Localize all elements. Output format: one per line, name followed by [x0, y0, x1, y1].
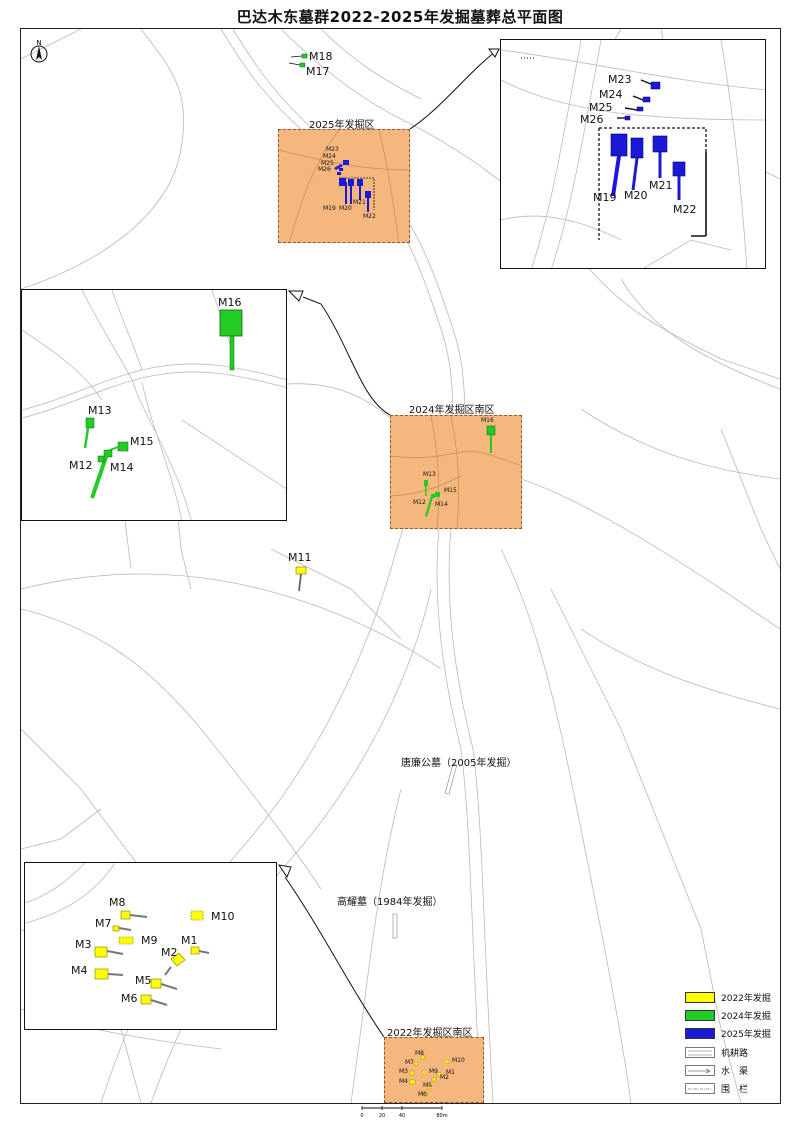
site-label-gao-yao: 高耀墓（1984年发掘） — [337, 897, 443, 908]
inset-label-m6: M6 — [121, 992, 138, 1005]
scale-bar: 0 20 40 80m — [360, 1104, 450, 1119]
tomb-label-m12-small: M12 — [413, 499, 426, 506]
tomb-label-m9-small: M9 — [429, 1068, 438, 1075]
zone-2024-label: 2024年发掘区南区 — [409, 405, 495, 416]
legend-swatch-2024 — [685, 1009, 715, 1021]
inset-label-m20: M20 — [624, 189, 648, 202]
scale-tick-20: 20 — [379, 1113, 385, 1119]
tomb-label-m6-small: M6 — [418, 1091, 427, 1098]
legend-row-2025: 2025年发掘 — [685, 1026, 771, 1040]
inset-label-m8: M8 — [109, 896, 126, 909]
inset-label-m7: M7 — [95, 917, 112, 930]
legend-label-2022: 2022年发掘 — [721, 993, 771, 1004]
inset-2025[interactable]: M23 M24 M25 M26 M19 M20 M21 M22 — [500, 39, 766, 269]
legend-label-fence: 围 栏 — [721, 1084, 749, 1095]
inset-label-m21: M21 — [649, 179, 673, 192]
map-title: 巴达木东墓群2022-2025年发掘墓葬总平面图 — [236, 8, 564, 26]
tomb-label-m11: M11 — [288, 551, 312, 564]
inset-label-m5: M5 — [135, 974, 152, 987]
tomb-label-m1-small: M1 — [446, 1069, 455, 1076]
inset-label-m9: M9 — [141, 934, 158, 947]
zone-2022-south[interactable]: M8 M10 M7 M3 M9 M1 M2 M4 M5 M6 — [384, 1037, 484, 1103]
tomb-label-m25: M25 — [321, 160, 334, 167]
tomb-label-m5-small: M5 — [423, 1082, 432, 1089]
tomb-label-m17: M17 — [306, 65, 330, 78]
callout-lines — [277, 48, 500, 1038]
inset-label-m24: M24 — [599, 88, 623, 101]
inset-label-m1: M1 — [181, 934, 198, 947]
inset-label-m23: M23 — [608, 73, 632, 86]
site-label-tang-liangong: 唐廉公墓（2005年发掘） — [401, 758, 517, 769]
scale-tick-0: 0 — [360, 1113, 363, 1119]
inset-label-m22: M22 — [673, 203, 697, 216]
legend-label-2024: 2024年发掘 — [721, 1011, 771, 1022]
north-arrow-icon: N — [30, 38, 48, 64]
tomb-label-m4-small: M4 — [399, 1078, 408, 1085]
inset-2022[interactable]: M8 M10 M7 M3 M9 M1 M2 M4 M5 M6 — [24, 862, 277, 1030]
tombs-m17-m18 — [288, 53, 308, 68]
legend-row-fence: 围 栏 — [685, 1081, 748, 1095]
inset-label-m26: M26 — [580, 113, 604, 126]
zone-2025[interactable]: M23 M24 M25 M26 M19 M20 M21 M22 — [278, 129, 412, 245]
legend-label-road: 机耕路 — [721, 1048, 749, 1059]
inset-label-m16: M16 — [218, 296, 242, 309]
legend-label-canal: 水 渠 — [721, 1066, 749, 1077]
legend-fence-icon — [685, 1082, 715, 1094]
tomb-label-m23: M23 — [326, 146, 339, 153]
tomb-label-m21: M21 — [353, 199, 366, 206]
inset-label-m2: M2 — [161, 946, 178, 959]
scale-tick-40: 40 — [399, 1113, 405, 1119]
inset-2025-graphics — [501, 40, 765, 268]
tomb-label-m14-small: M14 — [435, 501, 448, 508]
inset-2024[interactable]: M16 M13 M15 M12 M14 — [21, 289, 287, 521]
legend-road-icon — [685, 1046, 715, 1058]
tomb-label-m19: M19 — [323, 205, 336, 212]
zone-2025-graphics — [278, 129, 412, 245]
map-frame[interactable]: M23 M24 M25 M26 M19 M20 M21 M22 2025年发掘区… — [20, 28, 781, 1104]
inset-2022-graphics — [25, 863, 210, 1006]
north-label: N — [36, 39, 41, 47]
inset-label-m3: M3 — [75, 938, 92, 951]
inset-label-m25: M25 — [589, 101, 613, 114]
inset-label-m15: M15 — [130, 435, 154, 448]
tomb-label-m13-small: M13 — [423, 471, 436, 478]
tomb-label-m16-small: M16 — [481, 417, 494, 424]
tomb-label-m10-small: M10 — [452, 1057, 465, 1064]
inset-label-m10: M10 — [211, 910, 235, 923]
legend-swatch-2025 — [685, 1027, 715, 1039]
zone-2022-label: 2022年发掘区南区 — [387, 1028, 473, 1039]
scale-tick-80: 80m — [436, 1113, 447, 1119]
zone-2024-south[interactable]: M16 M13 M15 M12 M14 — [390, 415, 524, 531]
inset-label-m14: M14 — [110, 461, 134, 474]
zone-2025-label: 2025年发掘区 — [309, 120, 375, 131]
legend-row-2022: 2022年发掘 — [685, 990, 771, 1004]
tomb-label-m2-small: M2 — [440, 1074, 449, 1081]
zone-2024-graphics — [390, 415, 524, 531]
inset-label-m12: M12 — [69, 459, 93, 472]
tomb-label-m18: M18 — [309, 50, 333, 63]
tomb-m11 — [295, 566, 307, 592]
inset-2024-graphics — [22, 290, 286, 520]
legend-row-canal: 水 渠 — [685, 1063, 748, 1077]
legend-row-road: 机耕路 — [685, 1045, 748, 1059]
tomb-label-m26: M26 — [318, 166, 331, 173]
inset-label-m4: M4 — [71, 964, 88, 977]
legend-label-2025: 2025年发掘 — [721, 1029, 771, 1040]
tomb-label-m7-small: M7 — [405, 1059, 414, 1066]
tomb-label-m22: M22 — [363, 213, 376, 220]
tomb-label-m3-small: M3 — [399, 1068, 408, 1075]
inset-label-m19: M19 — [593, 191, 617, 204]
tomb-label-m20: M20 — [339, 205, 352, 212]
zone-2022-graphics — [409, 1055, 450, 1097]
tomb-label-m8-small: M8 — [415, 1050, 424, 1057]
legend-row-2024: 2024年发掘 — [685, 1008, 771, 1022]
tomb-label-m15-small: M15 — [444, 487, 457, 494]
inset-label-m13: M13 — [88, 404, 112, 417]
legend-swatch-2022 — [685, 991, 715, 1003]
tomb-label-m24: M24 — [323, 153, 336, 160]
legend-canal-icon — [685, 1064, 715, 1076]
